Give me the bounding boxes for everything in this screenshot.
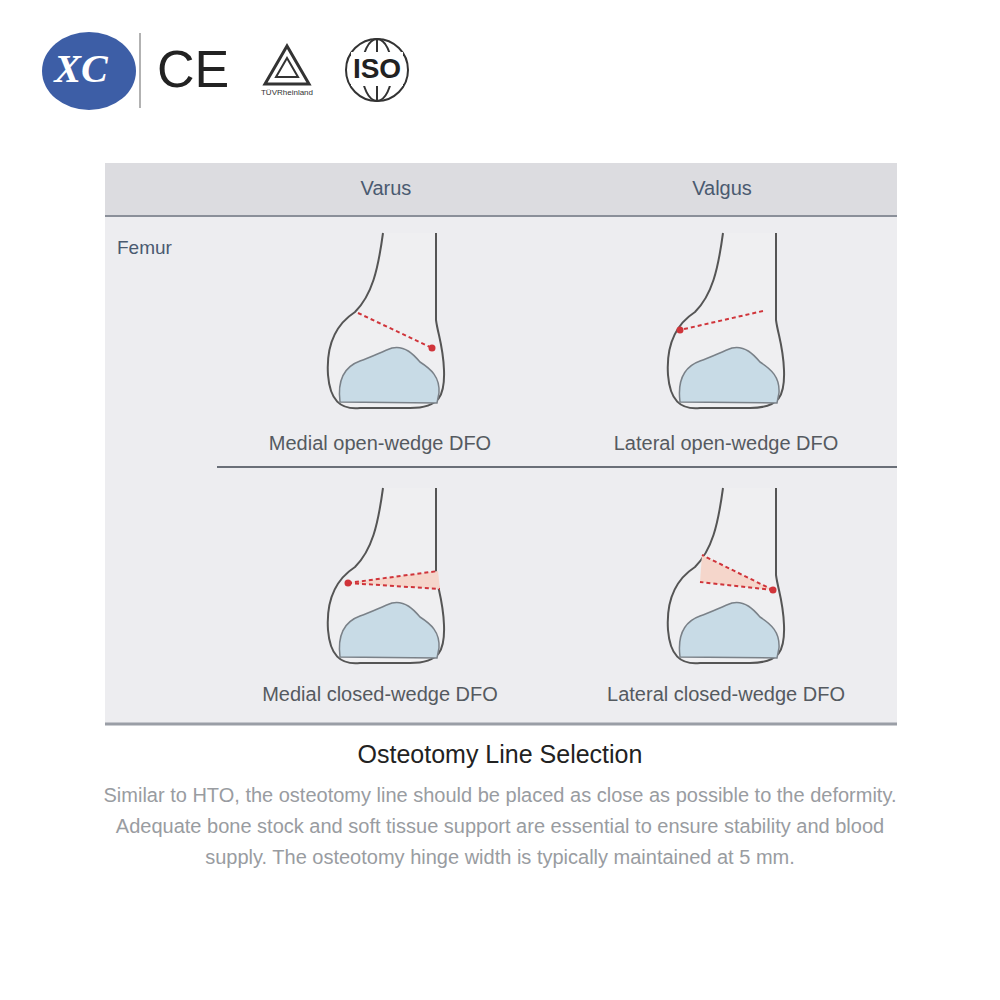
divider bbox=[139, 33, 141, 108]
iso-text: ISO bbox=[351, 52, 403, 86]
column-heading-wrap: Valgus bbox=[622, 175, 822, 201]
column-heading: Valgus bbox=[622, 175, 822, 201]
femur-bone bbox=[328, 488, 444, 663]
osteotomy-line bbox=[358, 313, 436, 352]
logo-text-wrap: XC bbox=[42, 46, 120, 92]
iso-globe bbox=[346, 39, 408, 101]
iso-text-wrap: ISO bbox=[347, 52, 407, 86]
row-heading-wrap: Femur bbox=[117, 235, 207, 261]
figure-caption-wrap: Medial open-wedge DFO bbox=[225, 430, 535, 456]
header-band: Varus Valgus bbox=[105, 163, 897, 215]
figure-caption-wrap: Lateral closed-wedge DFO bbox=[566, 681, 886, 707]
body-text: Similar to HTO, the osteotomy line shoul… bbox=[100, 780, 900, 873]
logo-circle: XC bbox=[42, 32, 136, 110]
title-wrap: Osteotomy Line Selection bbox=[200, 738, 800, 770]
table-panel bbox=[105, 163, 897, 725]
title: Osteotomy Line Selection bbox=[200, 738, 800, 770]
rule bbox=[105, 215, 897, 217]
tuv-mark bbox=[265, 46, 309, 84]
figure-caption: Medial closed-wedge DFO bbox=[225, 681, 535, 707]
tuv-text: TÜVRheinland bbox=[247, 88, 327, 98]
body-text-wrap: Similar to HTO, the osteotomy line shoul… bbox=[100, 780, 900, 873]
tuv-text-wrap: TÜVRheinland bbox=[247, 88, 327, 98]
osteotomy-line bbox=[677, 311, 764, 334]
femur-bone bbox=[668, 488, 784, 663]
rule bbox=[105, 723, 897, 726]
femur-bone bbox=[668, 233, 784, 408]
osteotomy-wedge bbox=[700, 555, 777, 594]
femur-bone bbox=[328, 233, 444, 408]
osteotomy-wedge bbox=[345, 571, 441, 589]
figure-caption: Medial open-wedge DFO bbox=[225, 430, 535, 456]
column-heading-wrap: Varus bbox=[286, 175, 486, 201]
column-heading: Varus bbox=[286, 175, 486, 201]
figure-caption-wrap: Medial closed-wedge DFO bbox=[225, 681, 535, 707]
row-heading: Femur bbox=[117, 235, 207, 261]
rule bbox=[217, 466, 897, 468]
ce-mark: CE bbox=[155, 40, 231, 98]
figure-caption: Lateral open-wedge DFO bbox=[566, 430, 886, 456]
ce-mark-wrap: CE bbox=[155, 40, 231, 98]
figure-caption: Lateral closed-wedge DFO bbox=[566, 681, 886, 707]
figure-caption-wrap: Lateral open-wedge DFO bbox=[566, 430, 886, 456]
logo-text: XC bbox=[42, 46, 120, 92]
